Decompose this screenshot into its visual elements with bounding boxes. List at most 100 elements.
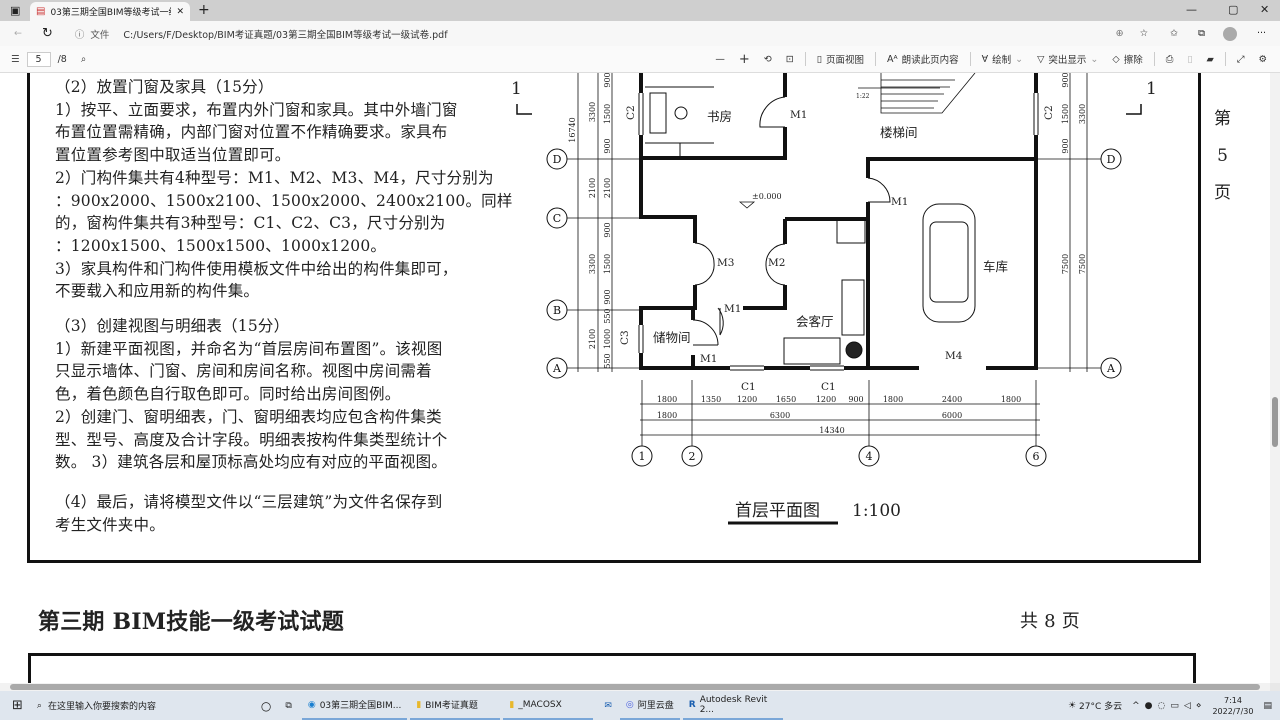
save-as-icon[interactable]: ▰ — [1206, 53, 1214, 65]
search-icon: ⌕ — [36, 700, 42, 711]
pdf-viewport: （2）放置门窗及家具（15分） 1）按平、立面要求，布置内外门窗和家具。其中外墙… — [0, 73, 1270, 683]
page-number-input[interactable]: 5 — [26, 51, 51, 67]
section-2: （2）放置门窗及家具（15分） 1）按平、立面要求，布置内外门窗和家具。其中外墙… — [55, 76, 513, 303]
close-window-button[interactable]: ✕ — [1260, 3, 1270, 16]
aliyun-icon: ◎ — [625, 699, 634, 710]
text-line: 布置位置需精确，内部门窗对位置不作精确要求。家具布 — [55, 123, 448, 142]
draw-label: 绘制 — [992, 55, 1012, 66]
cortana-icon[interactable]: ○ — [260, 698, 272, 713]
page-border — [27, 73, 1201, 563]
text-line: 2）门构件集共有4种型号：M1、M2、M3、M4，尺寸分别为 — [55, 168, 494, 187]
revit-icon: R — [688, 699, 696, 710]
text-line: 的，窗构件集共有3种型号：C1、C2、C3，尺寸分别为 — [55, 214, 446, 233]
page-view-icon: ▯ — [816, 53, 822, 65]
zoom-in-button[interactable]: + — [738, 51, 750, 67]
text-line: 1）新建平面视图，并命名为“首层房间布置图”。该视图 — [55, 339, 443, 358]
rotate-icon[interactable]: ⟲ — [763, 53, 772, 65]
search-icon[interactable]: ⌕ — [80, 53, 87, 65]
maximize-button[interactable]: ▢ — [1228, 3, 1239, 16]
scrollbar-thumb[interactable] — [10, 684, 1260, 690]
minimize-button[interactable]: — — [1186, 3, 1197, 16]
fullscreen-icon[interactable]: ⤢ — [1236, 53, 1245, 65]
tab-bar: ▣ ▤ 03第三期全国BIM等级考试一级试 ✕ + — ▢ ✕ — [0, 0, 1280, 21]
page-border — [28, 653, 1196, 683]
highlight-label: 突出显示 — [1048, 55, 1087, 66]
taskbar-app-edge[interactable]: ◉03第三期全国BIM... — [301, 691, 408, 720]
horizontal-scrollbar[interactable] — [0, 683, 1270, 691]
start-icon[interactable]: ⊞ — [12, 698, 23, 713]
address-input[interactable]: C:/Users/F/Desktop/BIM考证真题/03第三期全国BIM等级考… — [123, 29, 448, 41]
settings-icon[interactable]: ⚙ — [1258, 53, 1267, 65]
draw-icon: ∀ — [981, 53, 989, 65]
text-line: 3）家具构件和门构件使用模板文件中给出的构件集即可， — [55, 259, 458, 278]
section-3: （3）创建视图与明细表（15分） 1）新建平面视图，并命名为“首层房间布置图”。… — [55, 315, 448, 474]
eraser-icon: ◇ — [1112, 53, 1120, 65]
page-total: /8 — [57, 53, 67, 65]
folder-icon: ▮ — [416, 699, 422, 710]
erase-button[interactable]: ◇擦除 — [1105, 52, 1149, 67]
page-marker-ye: 页 — [1214, 183, 1232, 203]
section-heading: （4）最后，请将模型文件以“三层建筑”为文件名保存到 — [55, 493, 443, 511]
text-line: 只显示墙体、门窗、房间和房间名称。视图中房间需着 — [55, 362, 432, 381]
highlight-button[interactable]: ▽突出显示⌄ — [1030, 52, 1105, 67]
mail-icon[interactable]: ✉ — [604, 700, 612, 711]
section-4: （4）最后，请将模型文件以“三层建筑”为文件名保存到 考生文件夹中。 — [55, 491, 442, 536]
taskbar-app-folder[interactable]: ▮BIM考证真题 — [410, 691, 501, 720]
page-marker-number: 5 — [1217, 146, 1229, 166]
new-tab-button[interactable]: + — [198, 2, 210, 18]
favorites-icon[interactable]: ✩ — [1170, 28, 1179, 39]
text-line: ：900x2000、1500x2100、1500x2000、2400x2100。… — [55, 191, 513, 210]
draw-button[interactable]: ∀绘制⌄ — [975, 52, 1030, 67]
app-label: BIM考证真题 — [425, 701, 478, 711]
time: 7:14 — [1223, 695, 1242, 705]
taskbar-search-placeholder: 在这里输入你要搜索的内容 — [47, 702, 156, 712]
weather[interactable]: 27°C 多云 — [1079, 702, 1123, 712]
vertical-scrollbar[interactable] — [1270, 73, 1280, 683]
close-tab-icon[interactable]: ✕ — [176, 6, 184, 17]
info-icon[interactable]: ⓘ — [74, 29, 85, 41]
more-button[interactable]: ··· — [1256, 28, 1266, 39]
save-icon[interactable]: ▯ — [1187, 53, 1193, 65]
notification-icon[interactable]: ▤ — [1263, 700, 1272, 711]
scrollbar-thumb[interactable] — [1272, 397, 1278, 447]
text-line: 置位置参考图中取适当位置即可。 — [55, 146, 291, 165]
page-view-label: 页面视图 — [825, 55, 864, 66]
tab-title: 03第三期全国BIM等级考试一级试 — [50, 8, 171, 18]
zoom-out-button[interactable]: — — [715, 53, 725, 65]
fit-page-icon[interactable]: ⊡ — [785, 53, 794, 65]
back-icon[interactable]: ← — [14, 28, 22, 39]
folder-icon: ▮ — [509, 699, 515, 710]
date: 2022/7/30 — [1212, 706, 1254, 716]
exam-title: 第三期 BIM技能一级考试试题 — [38, 609, 344, 635]
clock[interactable]: 7:14 2022/7/30 — [1212, 695, 1253, 717]
favorite-add-icon[interactable]: ☆ — [1139, 28, 1149, 39]
taskbar-search[interactable]: ⌕ 在这里输入你要搜索的内容 — [36, 699, 257, 713]
pdf-page-5: （2）放置门窗及家具（15分） 1）按平、立面要求，布置内外门窗和家具。其中外墙… — [0, 73, 1270, 653]
tab-pdf[interactable]: ▤ 03第三期全国BIM等级考试一级试 ✕ — [30, 2, 190, 21]
read-aloud-icon: Aᴬ — [886, 53, 898, 65]
tray-icons[interactable]: ^●◌▭◁⋄ — [1132, 700, 1207, 711]
page-marker: 第 5 页 — [1214, 101, 1231, 212]
collections-icon[interactable]: ⧉ — [1198, 28, 1205, 39]
pdf-icon: ▤ — [36, 6, 46, 17]
section-heading: （2）放置门窗及家具（15分） — [55, 78, 274, 96]
taskbar-app-aliyun[interactable]: ◎阿里云盘 — [619, 691, 680, 720]
task-view-icon[interactable]: ⧉ — [285, 700, 292, 711]
profile-avatar[interactable] — [1222, 26, 1237, 41]
zoom-icon[interactable]: ⊕ — [1115, 28, 1124, 39]
contents-icon[interactable]: ☰ — [11, 53, 20, 65]
text-line: 2）创建门、窗明细表，门、窗明细表均应包含构件集类 — [55, 407, 442, 426]
text-line: 型、型号、高度及合计字段。明细表按构件集类型统计个 — [55, 430, 448, 449]
page-view-button[interactable]: ▯页面视图 — [810, 52, 871, 67]
text-line: 不要载入和应用新的构件集。 — [55, 282, 260, 301]
taskbar-app-folder[interactable]: ▮_MACOSX — [503, 691, 594, 720]
text-line: 1）按平、立面要求，布置内外门窗和家具。其中外墙门窗 — [55, 100, 458, 119]
tab-actions-icon[interactable]: ▣ — [10, 4, 21, 17]
app-label: Autodesk Revit 2... — [699, 694, 768, 715]
print-icon[interactable]: ⎙ — [1165, 53, 1174, 65]
refresh-icon[interactable]: ↻ — [41, 26, 53, 41]
text-line: 数。 3）建筑各层和屋顶标高处均应有对应的平面视图。 — [55, 453, 447, 472]
